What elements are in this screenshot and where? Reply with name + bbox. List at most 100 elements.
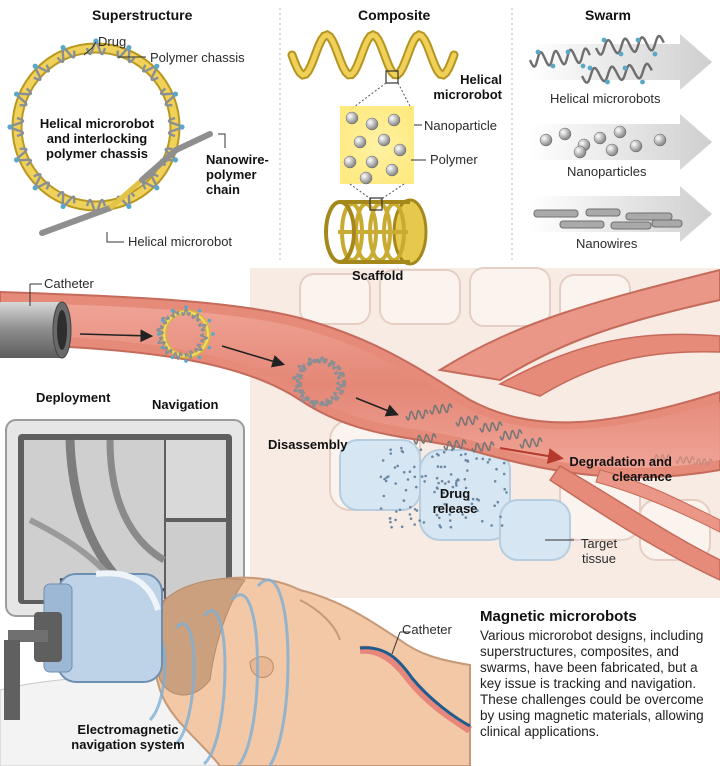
drug-particle [383,477,386,481]
nanoparticle [393,143,407,157]
drug-particle [481,457,485,461]
drug-release-label: Drug release [432,486,478,516]
swarm-nanoparticle [539,133,553,147]
drug-dot [7,124,13,130]
info-title: Magnetic microrobots [480,608,637,625]
composite-polymer-square [340,106,426,201]
drug-particle [444,482,447,485]
drug-dot [172,91,179,97]
drug-particle [503,487,507,491]
drug-particle [467,505,471,509]
drug-particle [464,516,468,519]
drug-dot [184,359,188,363]
composite-scaffold [324,197,428,266]
neck-catheter-label: Catheter [402,622,452,637]
vessel-helix [327,361,337,370]
degraded-helix [693,458,713,466]
vessel-helix [306,357,316,366]
drug-dot [207,345,212,350]
drug-particle [500,524,504,527]
drug-particle [476,509,479,512]
nanoparticle [387,113,401,127]
blood-vessel [0,268,720,581]
free-helix [479,421,503,433]
drug-particle [396,464,400,468]
drug-particle [423,480,427,483]
helical-microrobot-label: Helical microrobot [128,234,233,249]
drug-particle [408,470,412,474]
nanoparticle [365,155,379,169]
drug-particle [470,502,474,506]
swarm-nanoparticle [573,145,587,159]
composite-helix [287,30,459,111]
target-tissue-label: Target tissue [580,536,618,566]
drug-particle [394,518,397,522]
drug-particle [424,474,428,478]
drug-particle [379,507,383,510]
drug-dot [154,63,160,69]
swarm-nanowires-label: Nanowires [576,236,638,251]
electromagnet-coil [4,570,163,720]
swarm-nanoparticles-label: Nanoparticles [567,164,647,179]
drug-particle [493,480,497,483]
drug-dot [605,79,610,85]
drug-particle [464,452,467,456]
drug-dot [587,65,593,71]
swarm-nanoparticle [593,131,607,145]
drug-particle [433,490,436,494]
drug-dot [60,203,66,210]
vessel-helix [181,308,191,316]
drug-particle [502,461,506,465]
drug-particle [455,484,458,487]
drug-particle [435,513,439,517]
swarm-nanoparticles [539,125,667,159]
free-helix [429,403,453,415]
drug-dot [622,65,628,71]
drug-particle [464,486,468,490]
scaffold-label: Scaffold [352,268,404,283]
nanoparticle [385,163,399,177]
drug-dot [126,44,132,51]
drug-particle [440,479,444,483]
drug-particle [381,459,385,462]
drug-dot [126,203,132,210]
drug-particle [463,478,467,481]
drug-particle [413,508,417,511]
nanoparticle [345,111,359,125]
swarm-title: Swarm [585,7,631,23]
swarm-nanoparticle [629,139,643,153]
deployment-label: Deployment [36,390,111,405]
drug-dot [652,51,658,57]
superstructure-leaders [83,41,226,243]
drug-particle [400,446,403,450]
drug-dot [635,37,641,43]
vessel-helix [173,352,183,360]
vessel-helix [157,336,166,346]
drug-particle [436,465,440,468]
degradation-arrow [499,447,564,464]
drug-particle [456,478,460,481]
drug-particle [394,482,398,485]
drug-particle [467,498,470,502]
drug-dot [550,63,556,69]
vessel-helix [336,381,344,391]
vessel-helix [194,343,203,353]
drug-particle [466,469,469,472]
navigation-system-label: Electromagnetic navigation system [71,722,185,752]
vessel-helix [299,394,309,403]
vessel-helix [163,346,173,355]
drug-particle [437,481,440,485]
drug-particle [448,513,452,516]
drug-particle [496,500,500,504]
drug-particle [449,525,453,529]
drug-particle [389,520,392,524]
drug-particle [418,519,422,522]
drug-dot [601,37,607,43]
nanoparticle-label: Nanoparticle [424,118,497,133]
nanoparticle [365,117,379,131]
drug-dot [184,305,188,309]
swarm-nanoparticle [558,127,572,141]
navigation-label: Navigation [152,397,219,412]
swarm-helical-microrobots [528,34,665,85]
drug-particle [461,513,464,516]
